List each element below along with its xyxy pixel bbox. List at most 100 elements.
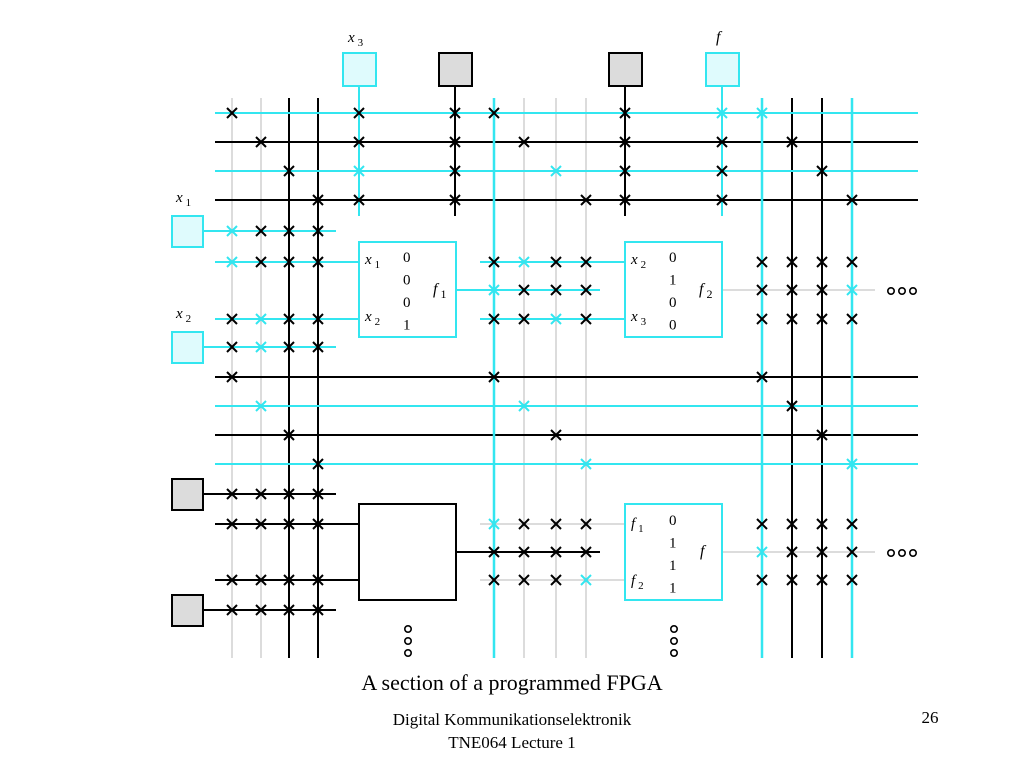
switch-cross (255, 604, 267, 616)
switch-cross (786, 518, 798, 530)
logic-block-unused (358, 503, 457, 601)
continuation-dot (669, 624, 678, 633)
switch-cross (312, 225, 324, 237)
switch-cross (716, 194, 728, 206)
lut-1-value: 0 (403, 250, 411, 266)
switch-cross (488, 313, 500, 325)
lut-2-value: 1 (669, 273, 677, 289)
footer-lecture: TNE064 Lecture 1 (448, 733, 576, 752)
switch-cross (756, 256, 768, 268)
switch-cross (786, 400, 798, 412)
switch-cross (580, 194, 592, 206)
switch-cross (283, 341, 295, 353)
switch-cross (283, 256, 295, 268)
switch-cross (619, 136, 631, 148)
lut-2-value: 0 (669, 295, 677, 311)
switch-cross (786, 256, 798, 268)
switch-cross (312, 256, 324, 268)
switch-cross (488, 256, 500, 268)
continuation-dot (403, 624, 412, 633)
switch-cross (619, 165, 631, 177)
switch-cross (312, 574, 324, 586)
lut-3-value: 1 (669, 536, 677, 552)
switch-cross (255, 488, 267, 500)
continuation-dot (403, 636, 412, 645)
io-pad-unused (171, 594, 204, 627)
switch-cross (283, 313, 295, 325)
switch-cross (226, 313, 238, 325)
switch-cross (786, 574, 798, 586)
switch-cross (283, 165, 295, 177)
continuation-dot (669, 648, 678, 657)
switch-cross (518, 574, 530, 586)
switch-cross (312, 604, 324, 616)
switch-cross (312, 194, 324, 206)
switch-cross (518, 400, 530, 412)
switch-cross (550, 574, 562, 586)
switch-cross (550, 429, 562, 441)
switch-cross (312, 488, 324, 500)
switch-cross (353, 136, 365, 148)
switch-cross (756, 574, 768, 586)
switch-cross (816, 256, 828, 268)
footer: Digital Kommunikationselektronik TNE064 … (312, 708, 712, 754)
switch-cross (786, 284, 798, 296)
switch-cross (580, 458, 592, 470)
switch-cross (786, 313, 798, 325)
switch-cross (226, 574, 238, 586)
lut-3-value: 0 (669, 513, 677, 529)
switch-cross (283, 429, 295, 441)
switch-cross (488, 574, 500, 586)
switch-cross (580, 284, 592, 296)
io-pad-unused (608, 52, 643, 87)
switch-cross (816, 546, 828, 558)
switch-cross (716, 165, 728, 177)
switch-cross (816, 518, 828, 530)
switch-cross (283, 604, 295, 616)
switch-cross (816, 284, 828, 296)
continuation-dot (886, 286, 895, 295)
switch-cross (550, 165, 562, 177)
switch-cross (312, 313, 324, 325)
switch-cross (518, 313, 530, 325)
switch-cross (846, 313, 858, 325)
switch-cross (518, 136, 530, 148)
switch-cross (518, 256, 530, 268)
switch-cross (353, 194, 365, 206)
switch-cross (312, 518, 324, 530)
switch-cross (488, 546, 500, 558)
switch-cross (255, 341, 267, 353)
switch-cross (226, 107, 238, 119)
switch-cross (846, 256, 858, 268)
switch-cross (846, 194, 858, 206)
switch-cross (550, 284, 562, 296)
io-pad-x2 (171, 331, 204, 364)
switch-cross (488, 371, 500, 383)
lut-1-value: 0 (403, 273, 411, 289)
switch-cross (353, 165, 365, 177)
switch-cross (488, 518, 500, 530)
lut-block-2 (624, 241, 723, 338)
switch-cross (816, 165, 828, 177)
io-pad-unused (438, 52, 473, 87)
switch-cross (756, 546, 768, 558)
switch-cross (226, 604, 238, 616)
continuation-dot (897, 286, 906, 295)
switch-cross (283, 225, 295, 237)
lut-block-1 (358, 241, 457, 338)
switch-cross (846, 518, 858, 530)
io-pad-x3 (342, 52, 377, 87)
switch-cross (550, 256, 562, 268)
switch-cross (846, 458, 858, 470)
switch-cross (756, 313, 768, 325)
switch-cross (756, 107, 768, 119)
io-pad-x1 (171, 215, 204, 248)
switch-cross (846, 284, 858, 296)
